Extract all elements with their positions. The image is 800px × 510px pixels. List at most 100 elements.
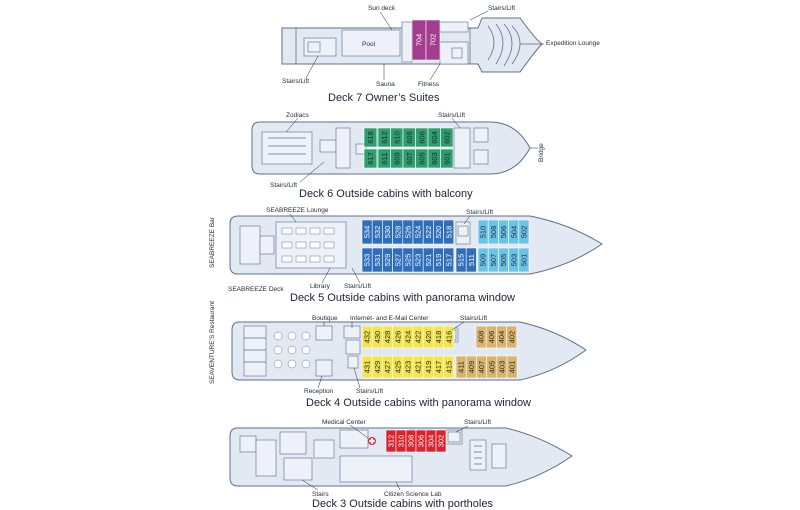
deck-7-label-sauna: Sauna <box>376 81 395 88</box>
deck-5-label-seabreeze-lounge: SEABREEZE Lounge <box>266 207 329 214</box>
cabin-number-306: 306 <box>417 435 426 448</box>
cabin-302 <box>435 429 447 453</box>
cabin-number-404: 404 <box>497 331 506 344</box>
cabin-number-603: 603 <box>430 152 439 165</box>
deck-7-title: Deck 7 Owner’s Suites <box>328 92 440 104</box>
deck-4-label-stairs-lift-top: Stairs/Lift <box>460 315 487 322</box>
cabin-number-524: 524 <box>414 226 423 239</box>
cabin-number-426: 426 <box>393 331 402 344</box>
deck-7-label-stairs-lift-top: Stairs/Lift <box>488 5 515 12</box>
cabin-number-605: 605 <box>417 152 426 165</box>
cabin-number-424: 424 <box>404 331 413 344</box>
deck-6-cabins: 6186166126106086066046026176156116096076… <box>363 127 454 169</box>
cabin-number-411: 411 <box>457 361 466 373</box>
cabin-number-427: 427 <box>383 361 392 374</box>
cabin-number-604: 604 <box>430 131 439 144</box>
deck-7-label-stairs-lift-bottom: Stairs/Lift <box>282 78 309 85</box>
cabin-number-408: 408 <box>477 331 486 344</box>
deck-4-label-restaurant: SEAVENTURE’S Restaurant <box>209 301 216 384</box>
cabin-number-606: 606 <box>417 131 426 144</box>
cabin-number-509: 509 <box>479 254 488 267</box>
cabin-number-528: 528 <box>393 226 402 239</box>
cabin-number-609: 609 <box>392 152 401 165</box>
cabin-number-502: 502 <box>520 226 529 239</box>
deck-3-label-stairs-lift: Stairs/Lift <box>464 419 491 426</box>
cabin-501 <box>518 247 530 273</box>
cabin-number-515: 515 <box>457 254 466 267</box>
cabin-number-510: 510 <box>479 226 488 239</box>
cabin-number-517: 517 <box>444 254 453 267</box>
deck-6-label-bridge: Bridge <box>538 143 545 162</box>
cabin-number-501: 501 <box>520 254 529 267</box>
cabin-number-530: 530 <box>383 226 392 239</box>
cabin-number-608: 608 <box>405 131 414 144</box>
cabin-number-417: 417 <box>434 361 443 374</box>
cabin-number-531: 531 <box>373 254 382 267</box>
cabin-number-533: 533 <box>363 254 372 267</box>
cabin-number-430: 430 <box>373 331 382 344</box>
expedition-lounge-seats <box>487 23 521 67</box>
deck-7-label-pool: Pool <box>362 41 376 48</box>
cabin-number-617: 617 <box>366 152 375 165</box>
cabin-number-601: 601 <box>442 152 451 165</box>
cabin-number-525: 525 <box>404 254 413 267</box>
cabin-number-418: 418 <box>434 331 443 344</box>
cabin-518 <box>443 219 455 245</box>
pool <box>341 29 401 57</box>
lounge-seating <box>281 227 335 263</box>
deck-4-label-boutique: Boutique <box>312 315 338 322</box>
deck-7-label-expedition-lounge: Expedition Lounge <box>546 40 600 47</box>
cabin-number-508: 508 <box>489 226 498 239</box>
cabin-number-407: 407 <box>477 361 486 374</box>
deck-5-title: Deck 5 Outside cabins with panorama wind… <box>290 292 515 304</box>
deck-6-title: Deck 6 Outside cabins with balcony <box>299 188 473 200</box>
cabin-number-534: 534 <box>363 226 372 239</box>
cabin-number-529: 529 <box>383 254 392 267</box>
medical-cross-icon <box>368 437 376 445</box>
deck-5-label-seabreeze-deck: SEABREEZE Deck <box>228 286 284 293</box>
cabin-number-505: 505 <box>499 254 508 267</box>
cabin-number-612: 612 <box>380 131 389 144</box>
cabin-number-308: 308 <box>407 435 416 448</box>
cabin-number-518: 518 <box>444 226 453 239</box>
cabin-number-304: 304 <box>427 435 436 448</box>
deck-5-label-seabreeze-bar: SEABREEZE Bar <box>209 216 216 268</box>
cabin-number-312: 312 <box>387 435 396 448</box>
cabin-number-602: 602 <box>442 131 451 144</box>
deck-4-label-internet-center: Internet- and E-Mail Center <box>350 315 429 322</box>
cabin-number-432: 432 <box>363 331 372 344</box>
cabin-number-511: 511 <box>467 254 476 266</box>
cabin-number-520: 520 <box>434 226 443 239</box>
deck-6-label-stairs-lift-bottom: Stairs/Lift <box>270 182 297 189</box>
cabin-401 <box>506 355 518 379</box>
cabin-number-428: 428 <box>383 331 392 344</box>
cabin-number-506: 506 <box>499 226 508 239</box>
deck-5-label-stairs-lift-top: Stairs/Lift <box>466 209 493 216</box>
cabin-517 <box>443 247 455 273</box>
cabin-502 <box>518 219 530 245</box>
deck-6: 6186166126106086066046026176156116096076… <box>251 112 545 200</box>
cabin-number-422: 422 <box>414 331 423 344</box>
deck-4-label-stairs-lift-bottom: Stairs/Lift <box>356 388 383 395</box>
cabin-number-532: 532 <box>373 226 382 239</box>
cabin-number-431: 431 <box>363 361 372 374</box>
cabin-415 <box>443 355 455 379</box>
cabin-number-618: 618 <box>366 131 375 144</box>
cabin-number-402: 402 <box>507 331 516 344</box>
cabin-number-406: 406 <box>487 331 496 344</box>
cabin-number-423: 423 <box>404 361 413 374</box>
cabin-number-401: 401 <box>508 361 517 374</box>
cabin-number-415: 415 <box>444 361 453 374</box>
cabin-number-519: 519 <box>434 254 443 267</box>
cabin-416 <box>443 325 455 349</box>
deck-4-label-reception: Reception <box>304 388 334 395</box>
deck-3-label-stairs: Stairs <box>312 491 329 498</box>
cabin-number-420: 420 <box>424 331 433 344</box>
